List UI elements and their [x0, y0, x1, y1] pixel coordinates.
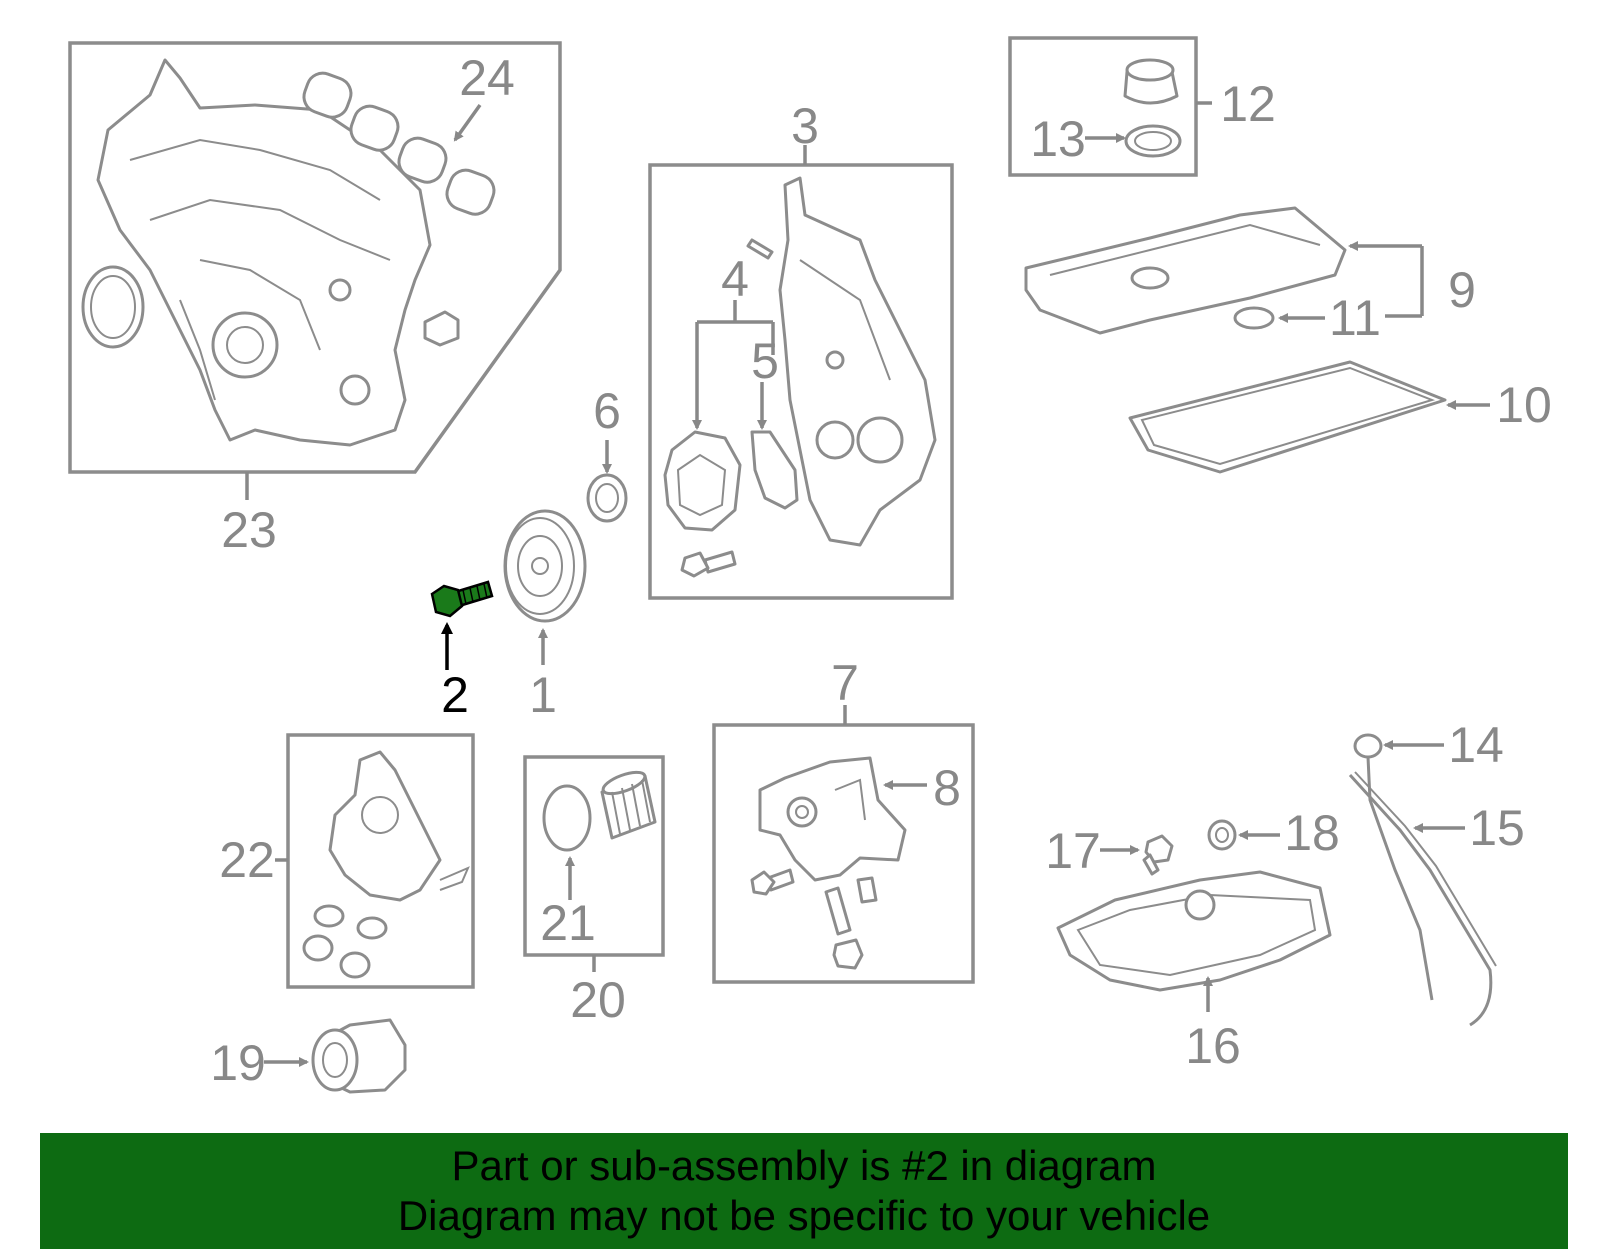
callout-16: 16: [1185, 1018, 1241, 1074]
plug-gasket-part: [1207, 819, 1237, 851]
sensor-part: [423, 310, 460, 347]
filter-element-part: [600, 770, 657, 840]
dipstick-tube-part: [1348, 773, 1493, 1027]
drain-plug-part: [1142, 834, 1174, 876]
relief-plug-part: [832, 938, 864, 970]
filter-element-group: [523, 755, 665, 972]
callout-4: 4: [721, 251, 749, 307]
banner-line-2: Diagram may not be specific to your vehi…: [397, 1192, 1211, 1239]
dipstick-group: [1348, 733, 1497, 1027]
oil-cooler-group: [275, 733, 475, 989]
callout-7: 7: [831, 655, 859, 711]
water-pump-part: [663, 430, 742, 532]
cooler-oring2-part: [356, 916, 388, 940]
callout-9: 9: [1448, 262, 1476, 318]
oil-pump-part: [758, 756, 907, 882]
callout-2: 2: [441, 667, 469, 723]
callout-18: 18: [1284, 805, 1340, 861]
valve-cover-group: [1024, 206, 1490, 474]
leader-24: [453, 103, 482, 142]
banner-line-1: Part or sub-assembly is #2 in diagram: [451, 1142, 1157, 1189]
relief-plunger-part: [856, 876, 878, 904]
oil-cooler-part: [328, 750, 442, 902]
rear-seal-part: [81, 265, 145, 349]
box-3: [648, 163, 954, 600]
box-23: [68, 41, 562, 474]
callout-20: 20: [570, 972, 626, 1028]
engine-block-part: [96, 58, 432, 447]
pump-bolt-part: [750, 868, 795, 896]
filler-cap-group: [1008, 36, 1212, 177]
valve-cover-part: [1024, 206, 1347, 335]
cooler-union-part: [302, 934, 334, 962]
pulley-group: [503, 509, 587, 665]
callout-5: 5: [751, 333, 779, 389]
box-12: [1008, 36, 1198, 177]
callout-8: 8: [933, 760, 961, 816]
timing-bolt-part: [680, 550, 737, 578]
info-banner: Part or sub-assembly is #2 in diagram Di…: [40, 1133, 1568, 1249]
callout-19: 19: [210, 1035, 266, 1091]
callout-23: 23: [221, 502, 277, 558]
cooler-oring-part: [313, 904, 345, 928]
engine-block-group: [68, 41, 562, 500]
callout-14: 14: [1448, 717, 1504, 773]
intake-gasket-part: [302, 71, 496, 216]
filter-oring-part: [542, 784, 592, 852]
oil-pan-part: [1056, 870, 1332, 992]
cover-gasket-part: [1128, 360, 1447, 474]
callout-1: 1: [529, 667, 557, 723]
relief-spring-part: [824, 886, 852, 936]
cover-seal-part: [1233, 306, 1275, 330]
callout-6: 6: [593, 383, 621, 439]
callout-11: 11: [1329, 290, 1381, 346]
timing-cover-part: [778, 176, 937, 547]
oil-pan-group: [1056, 819, 1332, 1012]
dowel-pin-part: [746, 238, 774, 260]
callout-12: 12: [1220, 76, 1276, 132]
dipstick-part: [1353, 733, 1383, 759]
cooler-union2-part: [339, 951, 371, 979]
callout-21: 21: [540, 895, 596, 951]
callout-22: 22: [219, 832, 275, 888]
callout-10: 10: [1496, 377, 1552, 433]
front-seal-group: [586, 440, 628, 523]
timing-cover-group: [648, 145, 954, 600]
callout-17: 17: [1045, 823, 1101, 879]
callout-15: 15: [1469, 800, 1525, 856]
callout-3: 3: [791, 98, 819, 154]
pulley-bolt-part: [430, 580, 494, 670]
cap-gasket-part: [1124, 124, 1182, 158]
callout-13: 13: [1030, 111, 1086, 167]
pump-gasket-part: [750, 430, 799, 510]
callout-24: 24: [459, 50, 515, 106]
oil-pump-group: [712, 705, 975, 984]
filter-housing-group: [264, 1018, 407, 1094]
front-seal-part: [586, 473, 628, 523]
